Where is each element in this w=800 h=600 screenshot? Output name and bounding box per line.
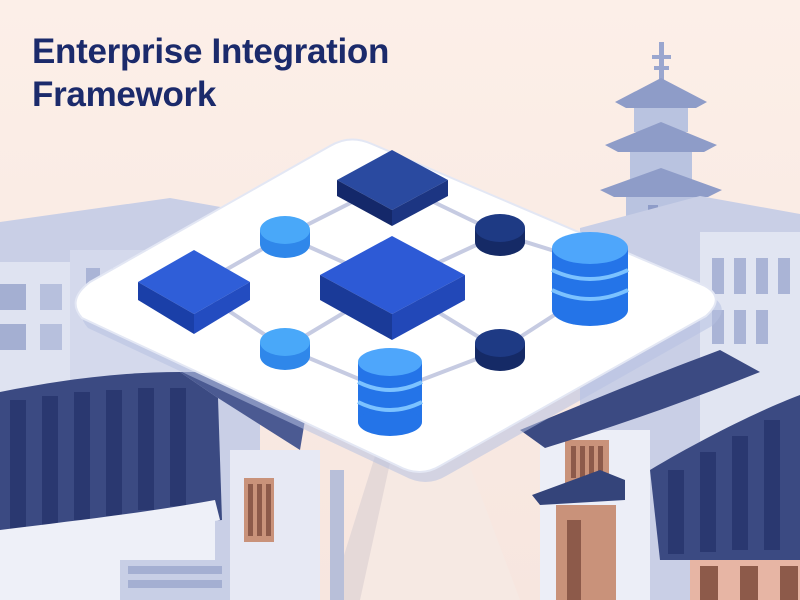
title-line-2: Framework <box>32 75 217 114</box>
page-title: Enterprise Integration Framework <box>32 30 389 116</box>
circle-node-icon <box>260 328 310 370</box>
square-node-icon <box>138 250 250 334</box>
circle-node-icon <box>475 214 525 256</box>
street <box>330 440 520 600</box>
database-icon <box>357 348 423 436</box>
circle-node-icon <box>260 216 310 258</box>
circle-node-icon <box>475 329 525 371</box>
title-line-1: Enterprise Integration <box>32 32 390 71</box>
left-hanok <box>0 372 344 600</box>
square-node-icon <box>320 236 465 340</box>
right-hanok <box>520 350 800 600</box>
square-node-icon <box>337 150 448 226</box>
database-icon <box>551 232 629 326</box>
